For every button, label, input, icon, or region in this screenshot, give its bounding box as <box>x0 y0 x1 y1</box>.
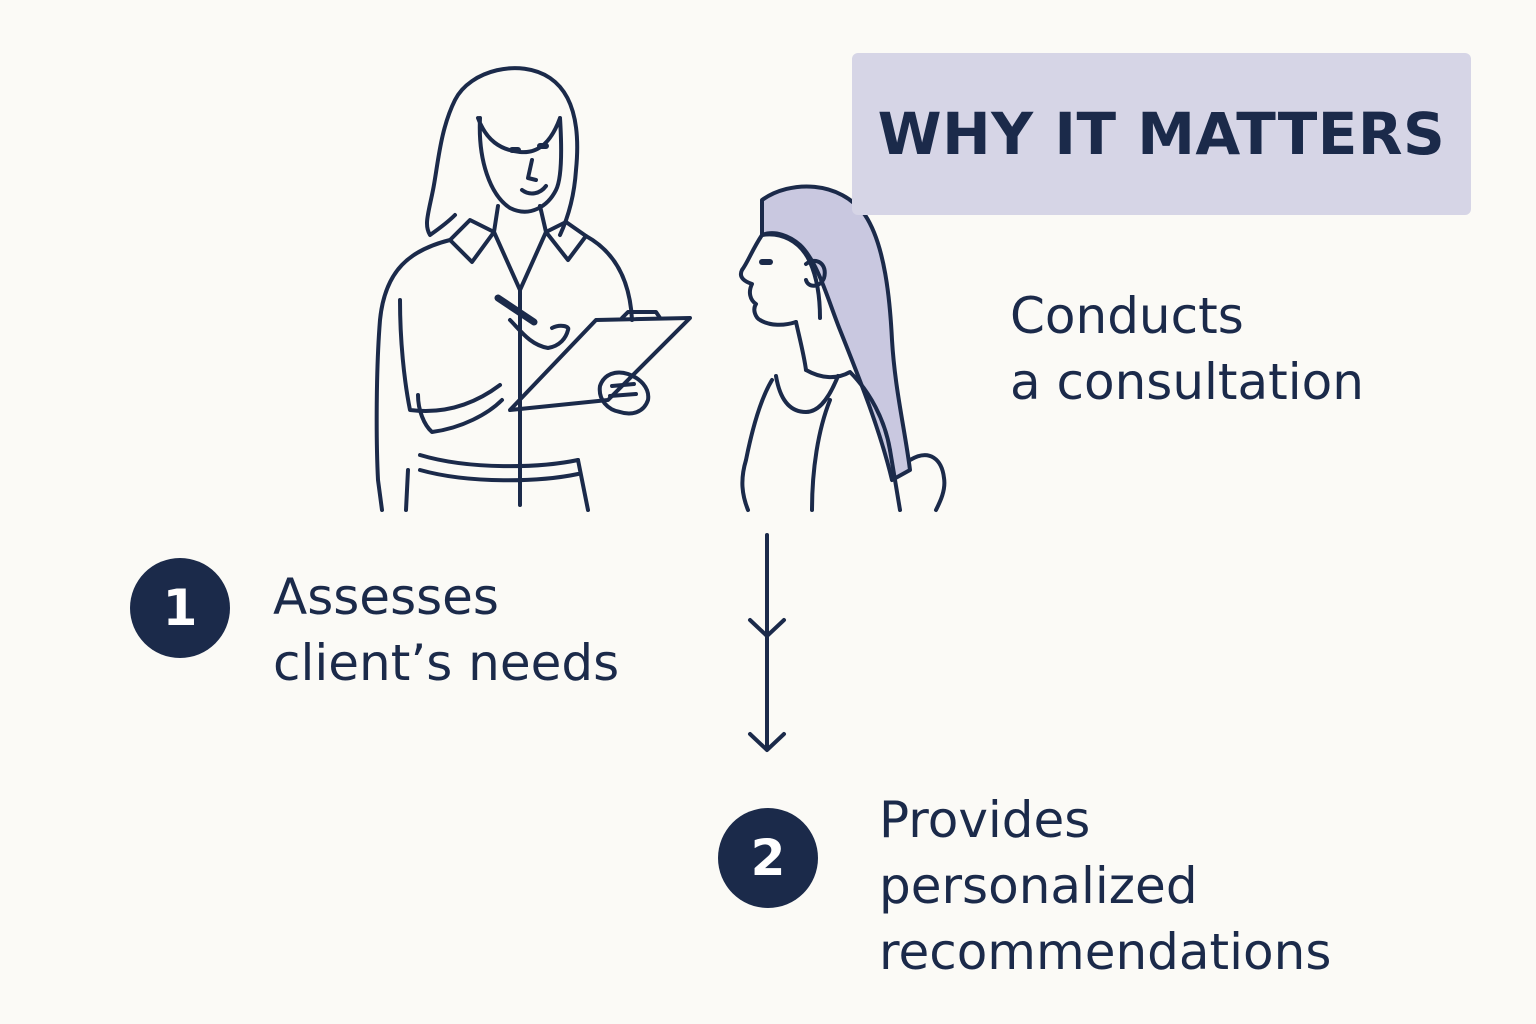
title-banner: WHY IT MATTERS <box>852 53 1471 215</box>
step-2-line-2: personalized <box>879 857 1198 915</box>
consultation-line-2: a consultation <box>1010 353 1364 411</box>
step-2-line-3: recommendations <box>879 923 1332 981</box>
consultation-caption: Conducts a consultation <box>1010 283 1364 415</box>
client-illustration <box>739 184 947 512</box>
step-1-text: Assesses client’s needs <box>273 564 619 696</box>
step-1-line-1: Assesses <box>273 568 499 626</box>
step-2-line-1: Provides <box>879 791 1091 849</box>
arrow-down-icon <box>748 533 786 752</box>
consultation-line-1: Conducts <box>1010 287 1244 345</box>
step-2-text: Provides personalized recommendations <box>879 787 1331 985</box>
consultant-illustration <box>374 66 692 512</box>
page-title: WHY IT MATTERS <box>877 100 1446 168</box>
step-1-badge: 1 <box>130 558 230 658</box>
step-1-line-2: client’s needs <box>273 634 620 692</box>
step-2-badge: 2 <box>718 808 818 908</box>
